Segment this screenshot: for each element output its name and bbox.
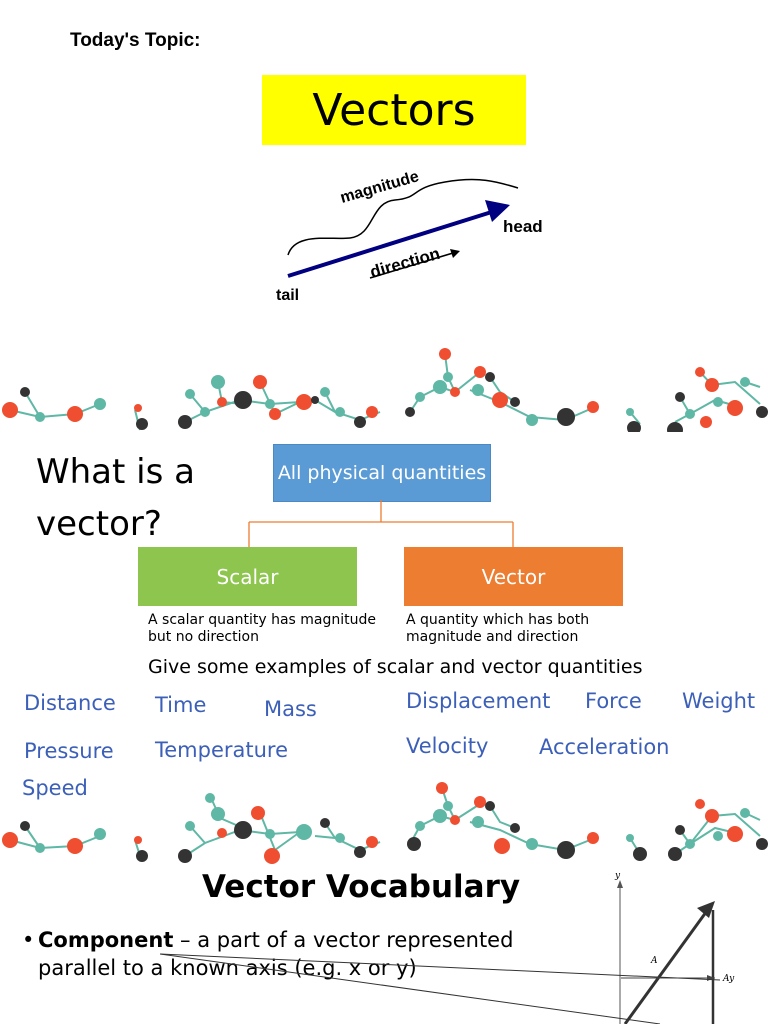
vector-box: Vector <box>404 547 623 606</box>
vector-example: Weight <box>682 689 756 713</box>
vocabulary-term: Component <box>38 928 174 952</box>
scalar-box: Scalar <box>138 547 357 606</box>
vocabulary-item: • Component – a part of a vector represe… <box>22 926 542 982</box>
title-highlight: Vectors <box>262 75 526 145</box>
scalar-example: Speed <box>22 776 88 800</box>
vector-a-head <box>697 901 715 918</box>
bullet-icon: • <box>22 928 35 952</box>
vector-a <box>623 907 711 1024</box>
direction-arrow-head <box>450 249 460 258</box>
vector-example: Displacement <box>406 689 551 713</box>
vector-example: Velocity <box>406 734 489 758</box>
vector-a-label: A <box>650 956 658 966</box>
scalar-example: Time <box>155 693 207 717</box>
root-box: All physical quantities <box>273 444 491 502</box>
molecule-banner-bottom <box>2 782 768 864</box>
vector-example: Force <box>585 689 642 713</box>
scalar-example: Pressure <box>24 739 114 763</box>
scalar-description: A scalar quantity has magnitude but no d… <box>148 612 377 645</box>
y-axis-arrow <box>617 880 623 888</box>
component-label: Ay <box>722 974 735 984</box>
direction-label: direction <box>368 244 442 282</box>
concept-heading: What is a vector? <box>36 452 195 544</box>
topic-label: Today's Topic: <box>70 30 201 51</box>
vector-arrow <box>287 208 499 278</box>
vector-example: Acceleration <box>539 735 670 759</box>
vector-arrow-head <box>485 200 510 222</box>
vector-diagram: magnitude head direction tail <box>276 168 543 304</box>
head-label: head <box>503 217 543 236</box>
scalar-example: Mass <box>264 697 317 721</box>
vocabulary-list: • Component – a part of a vector represe… <box>22 926 542 982</box>
molecule-banner-top <box>2 348 768 432</box>
magnitude-curve <box>287 178 519 256</box>
vocabulary-title: Vector Vocabulary <box>202 869 521 905</box>
examples-prompt: Give some examples of scalar and vector … <box>148 656 643 678</box>
scalar-example: Temperature <box>155 738 289 762</box>
magnitude-label: magnitude <box>338 168 421 207</box>
scalar-example: Distance <box>24 691 116 715</box>
page-title: Vectors <box>312 84 476 136</box>
tail-label: tail <box>276 287 299 304</box>
vector-description: A quantity which has both magnitude and … <box>406 612 590 645</box>
vocabulary-definition: – a part of a vector represented paralle… <box>38 928 514 980</box>
direction-arrow <box>369 252 454 279</box>
concept-connector <box>248 500 514 547</box>
pointer-lines <box>160 953 720 1024</box>
y-axis-label: y <box>614 871 621 881</box>
